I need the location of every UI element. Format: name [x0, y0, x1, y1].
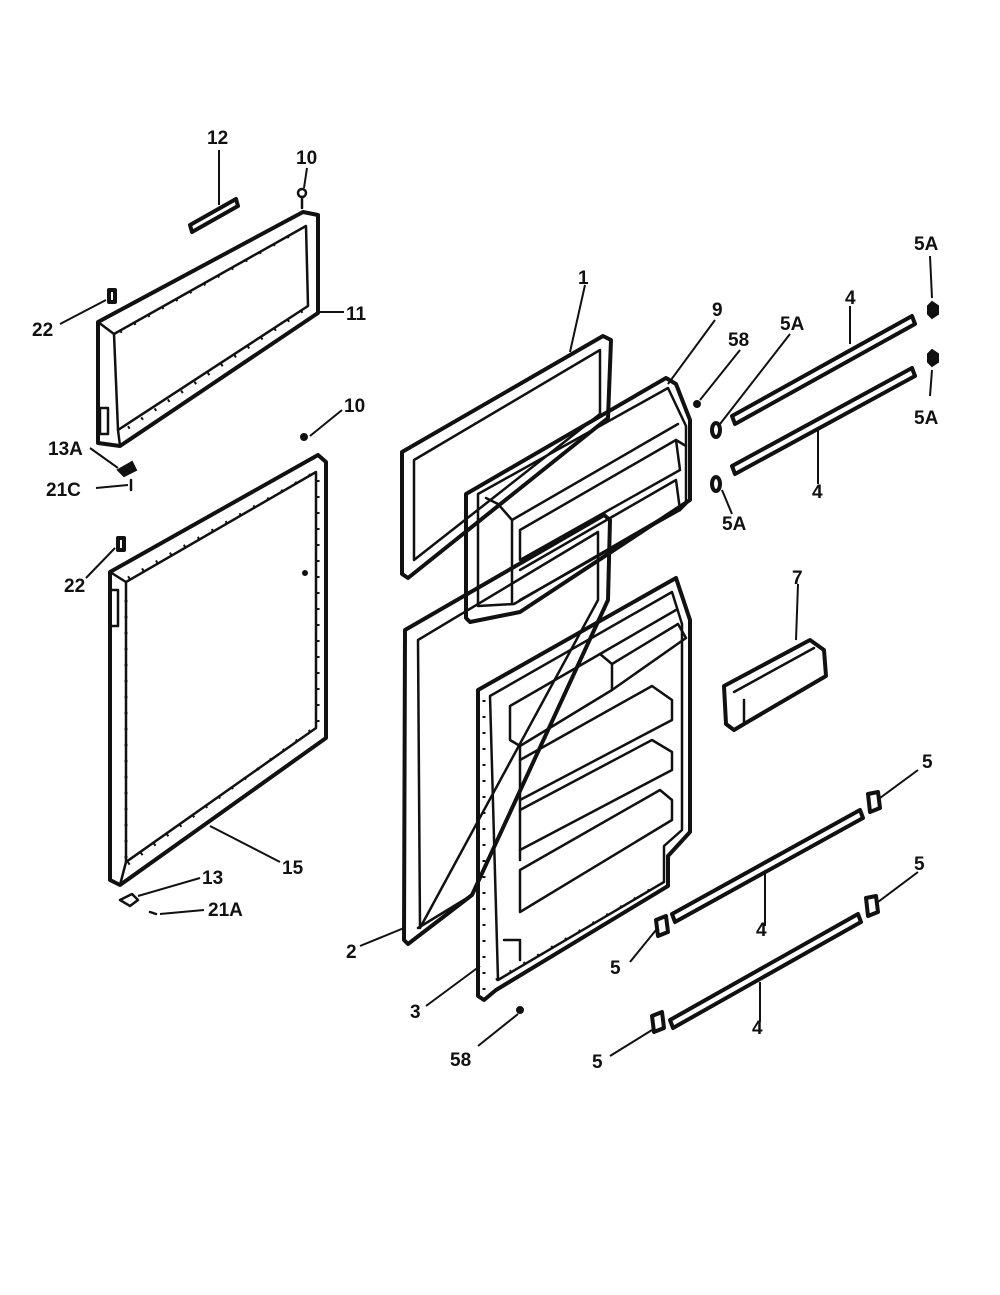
callout-7: 7 — [792, 568, 803, 589]
callout-21a: 21A — [208, 900, 243, 921]
end-cap-5-upper-right — [866, 790, 882, 814]
callout-5a-top: 5A — [780, 314, 805, 335]
callout-5-upper-left: 5 — [610, 958, 621, 979]
fresh-food-trim-strip-lower — [668, 912, 863, 1030]
callout-15: 15 — [282, 858, 304, 879]
fresh-food-trim-strip-upper — [670, 808, 865, 924]
callout-13: 13 — [202, 868, 223, 889]
end-cap-5a-upper-left — [710, 421, 722, 439]
freezer-trim-strip-lower — [730, 366, 917, 476]
callout-5a-lower-right: 5A — [914, 408, 939, 429]
callout-58-top: 58 — [728, 330, 749, 351]
callout-10-top: 10 — [296, 148, 317, 169]
end-cap-5a-lower-left — [710, 475, 722, 493]
screw-21a — [148, 910, 158, 916]
callout-2: 2 — [346, 942, 357, 963]
callout-5-lower-left: 5 — [592, 1052, 603, 1073]
callout-11: 11 — [346, 304, 367, 325]
end-cap-5a-upper-right — [927, 300, 939, 320]
callout-5-lower-right: 5 — [914, 854, 925, 875]
end-cap-5-lower-left — [650, 1010, 666, 1034]
door-nameplate-12 — [188, 197, 240, 234]
callout-12: 12 — [207, 128, 228, 149]
hinge-bracket-13a — [116, 460, 138, 478]
fresh-food-door-liner-3 — [476, 576, 692, 1002]
hinge-bracket-13 — [118, 892, 140, 908]
callout-9: 9 — [712, 300, 723, 321]
callout-5a-lower-left: 5A — [722, 514, 747, 535]
end-cap-5a-lower-right — [927, 348, 939, 368]
fresh-food-gasket-2 — [402, 513, 612, 946]
callout-4-top: 4 — [845, 288, 856, 309]
screw-58-bottom — [516, 1006, 524, 1014]
callout-22-lower: 22 — [64, 576, 85, 597]
screw-10-top — [296, 187, 308, 210]
callout-4-fresh-lower: 4 — [752, 1018, 763, 1039]
stop-22-top — [107, 288, 117, 304]
callout-1: 1 — [578, 268, 589, 289]
callout-10-lower: 10 — [344, 396, 365, 417]
leader-lines — [59, 150, 933, 1057]
stop-22-lower — [116, 536, 126, 552]
callout-22-top: 22 — [32, 320, 53, 341]
callout-4-fresh-upper: 4 — [756, 920, 767, 941]
callout-4-freezer-lower: 4 — [812, 482, 823, 503]
callout-5-upper-right: 5 — [922, 752, 933, 773]
freezer-door-liner-9 — [464, 376, 692, 624]
fresh-food-door-outer-panel — [108, 453, 328, 887]
callout-3: 3 — [410, 1002, 421, 1023]
end-cap-5-upper-left — [654, 914, 670, 938]
screw-58-top — [693, 400, 701, 408]
callout-5a-upper-right: 5A — [914, 234, 939, 255]
freezer-door-outer-panel — [96, 210, 320, 448]
freezer-trim-strip-upper — [730, 314, 917, 426]
dairy-door-bin-7 — [722, 638, 828, 732]
callout-21c: 21C — [46, 480, 81, 501]
callout-13a: 13A — [48, 439, 83, 460]
callout-58-bottom: 58 — [450, 1050, 471, 1071]
end-cap-5-lower-right — [864, 894, 880, 918]
screw-10-lower — [300, 433, 308, 441]
